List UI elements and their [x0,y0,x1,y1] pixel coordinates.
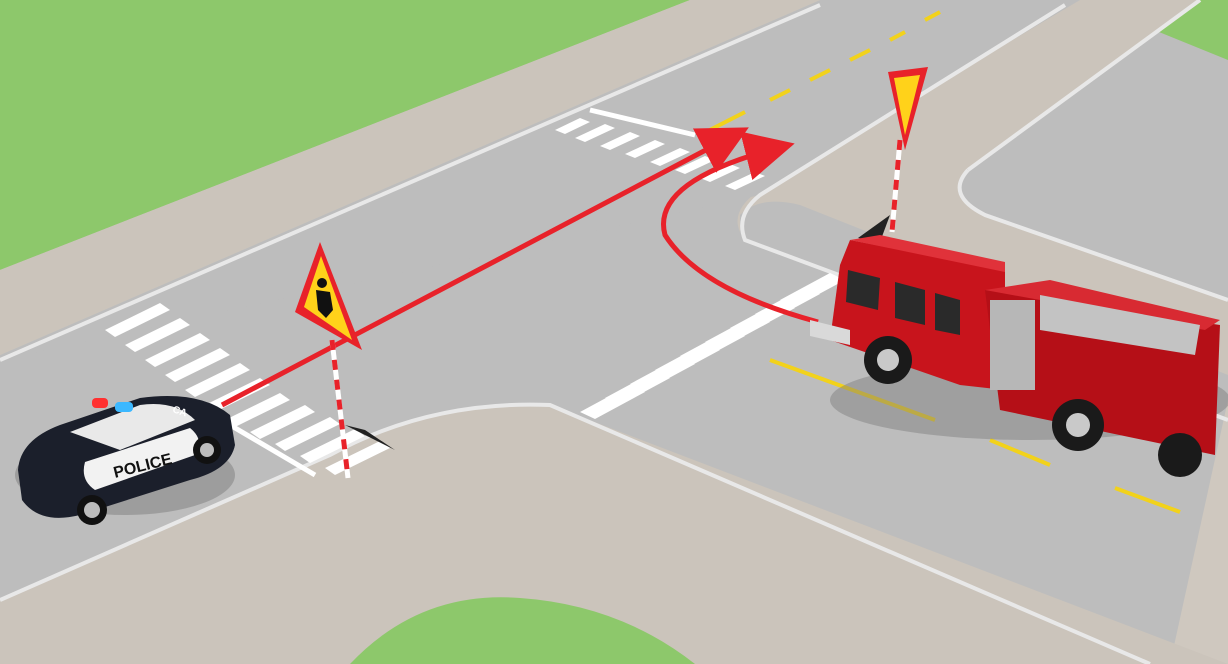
pump-panel [990,300,1035,390]
siren-red-icon [92,398,108,408]
siren-blue-icon [115,402,133,412]
